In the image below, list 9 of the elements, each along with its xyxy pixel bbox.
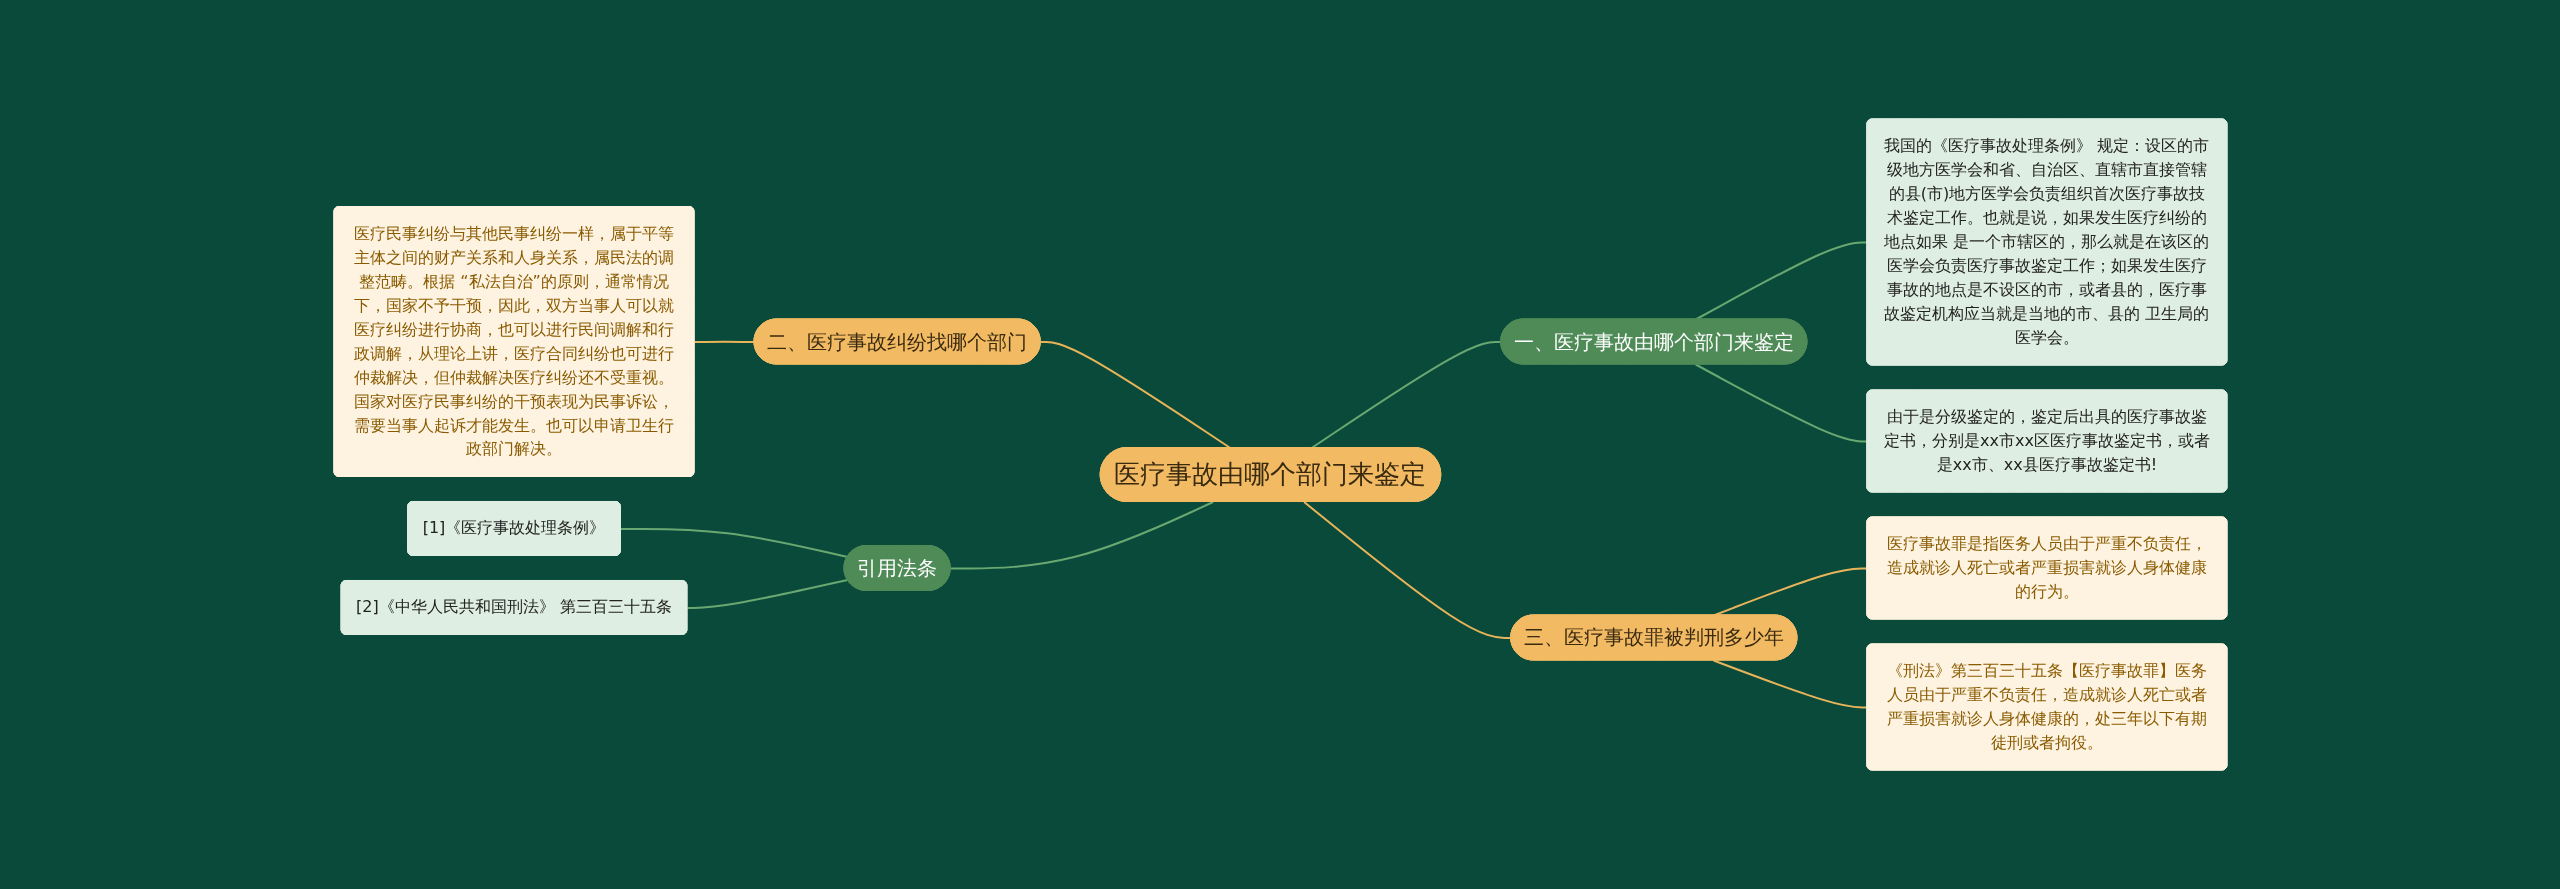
connector: [685, 578, 849, 609]
connector: [619, 527, 849, 559]
connector: [1310, 340, 1502, 449]
connector: [1694, 241, 1868, 321]
connector: [1302, 501, 1512, 639]
connector: [1694, 363, 1868, 443]
connector: [949, 501, 1214, 570]
connector: [1039, 340, 1231, 449]
connector: [1712, 659, 1868, 709]
